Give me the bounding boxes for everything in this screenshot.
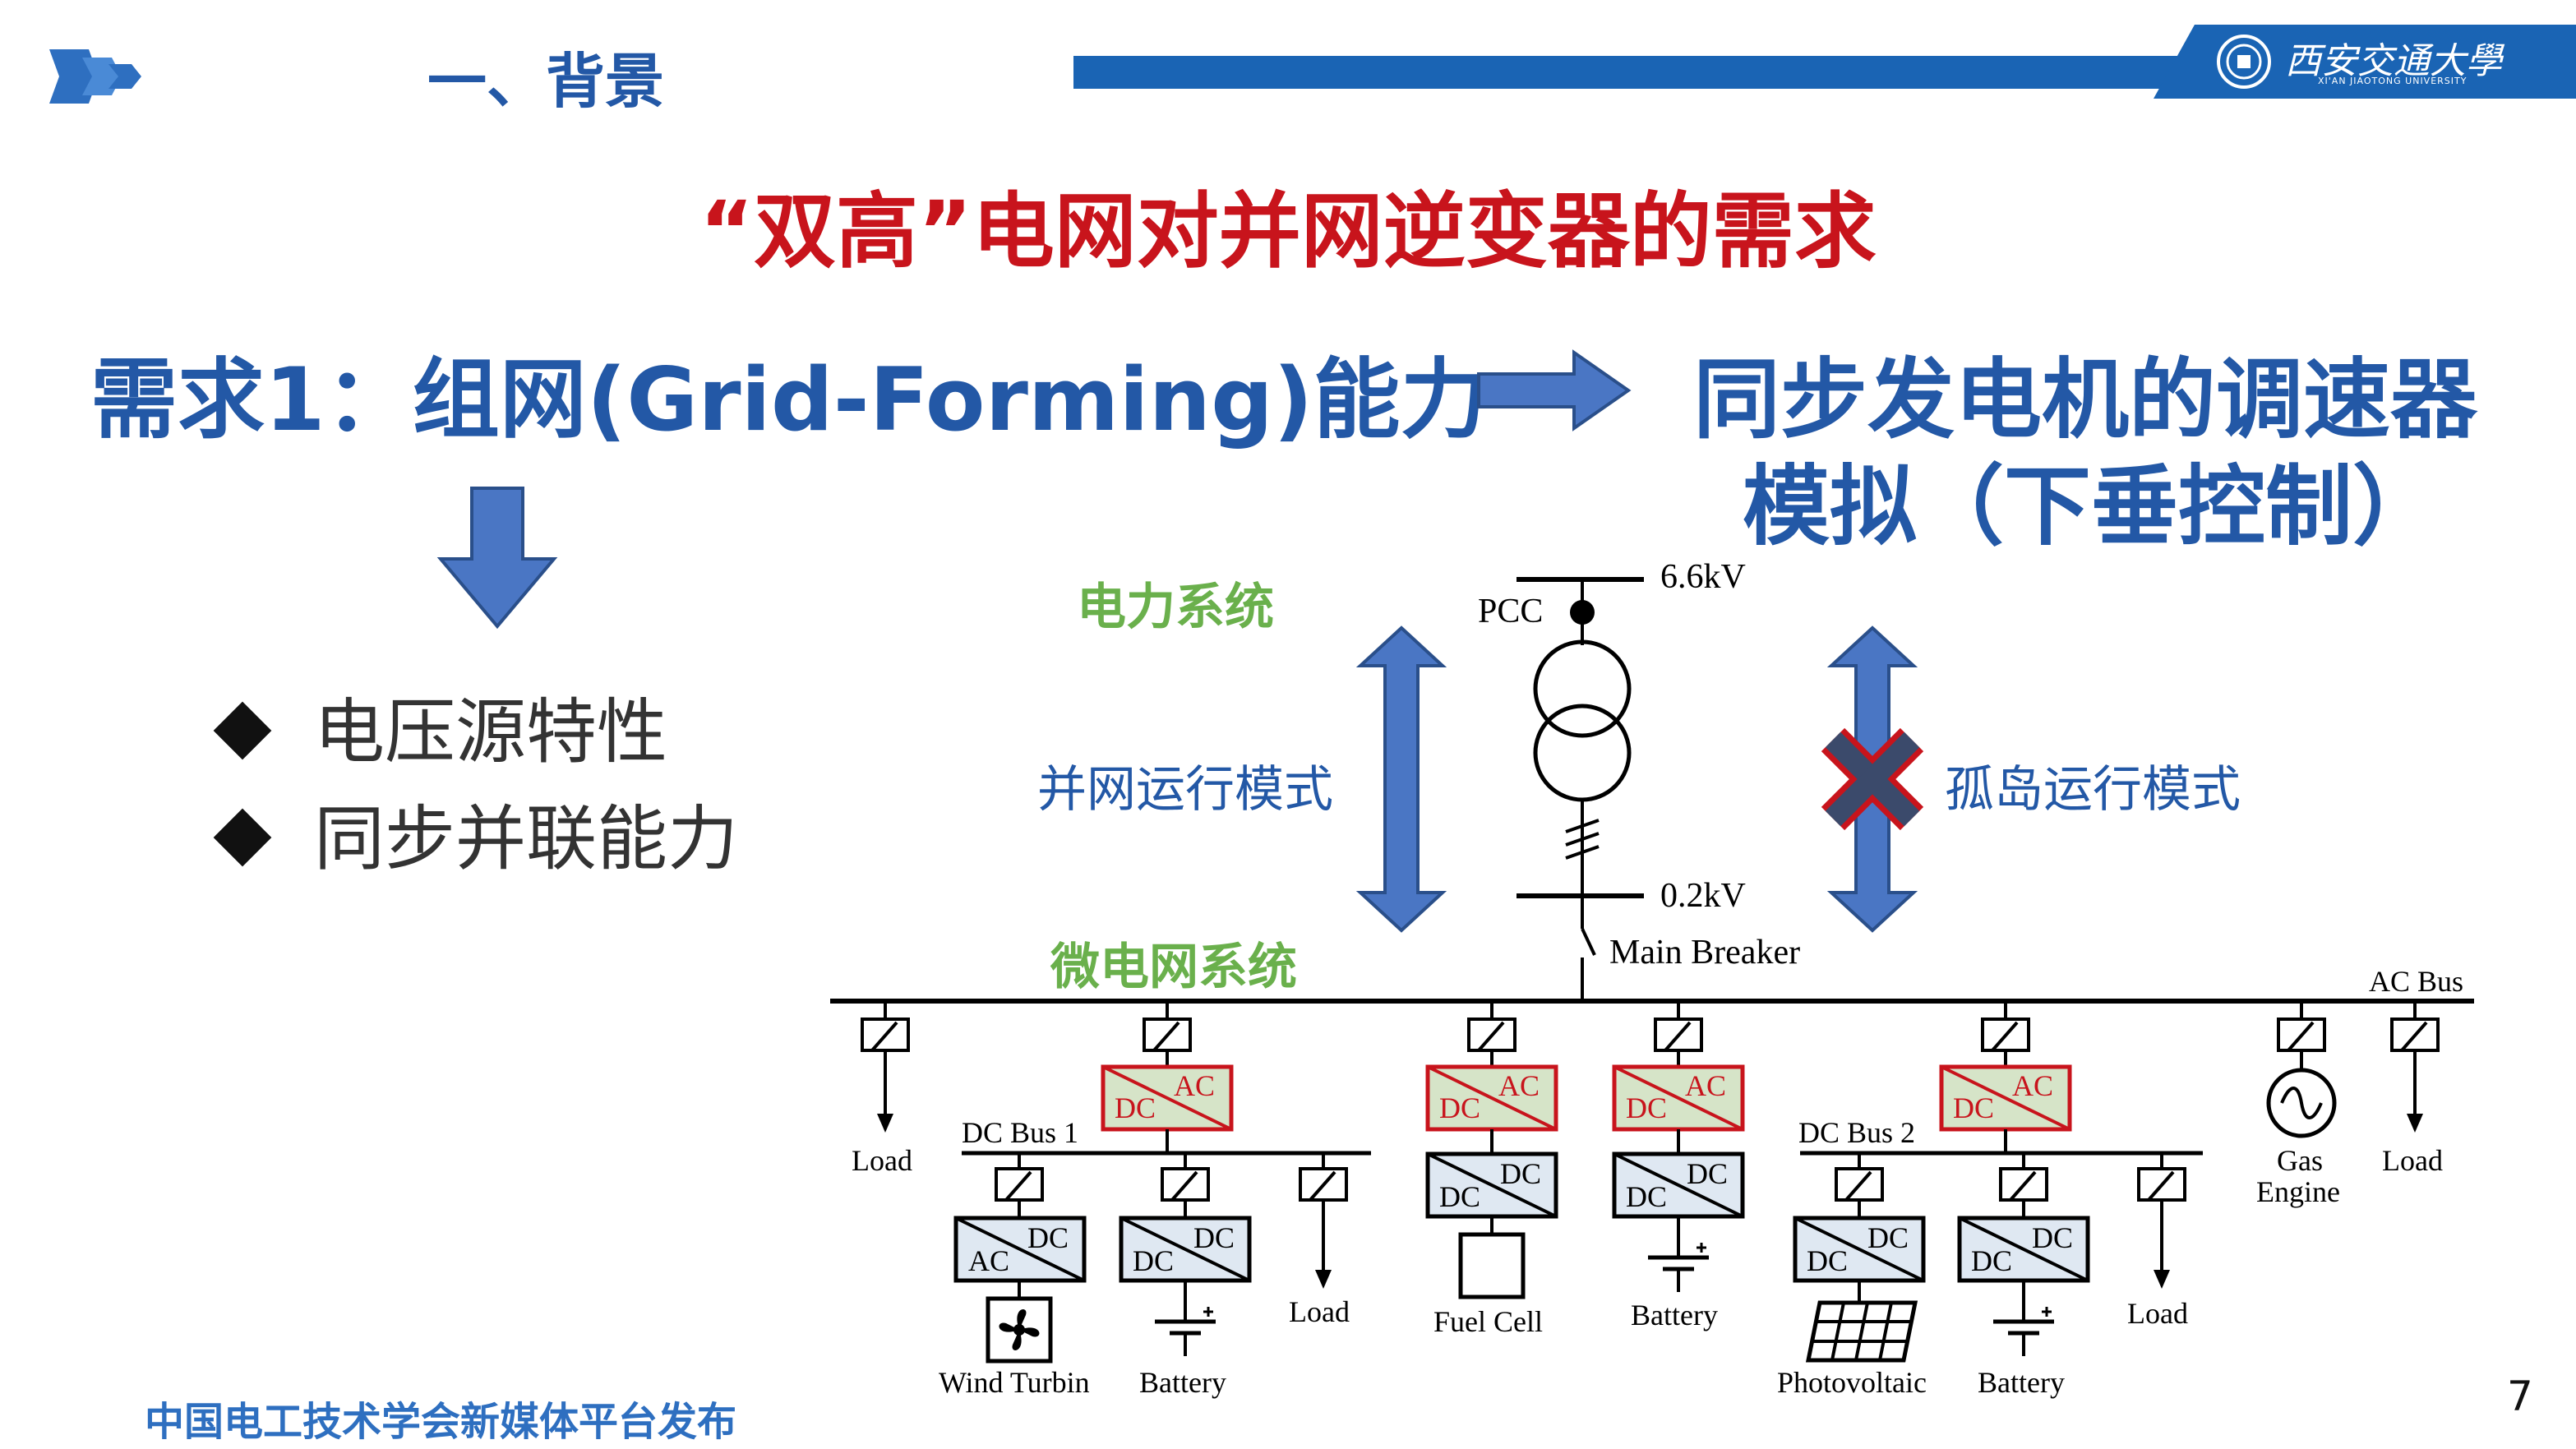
load-label: Load xyxy=(852,1144,912,1177)
main-breaker-label: Main Breaker xyxy=(1609,934,1800,971)
battery-label: Battery xyxy=(1631,1299,1718,1331)
photovoltaic-label: Photovoltaic xyxy=(1777,1366,1927,1399)
fuel-cell-label: Fuel Cell xyxy=(1433,1305,1543,1338)
diagram-text: DC xyxy=(1027,1221,1069,1254)
diagram-text: AC xyxy=(1498,1069,1540,1102)
low-voltage-label: 0.2kV xyxy=(1660,877,1746,915)
battery-label: Battery xyxy=(1978,1366,2065,1399)
load-label: Load xyxy=(2127,1297,2188,1330)
diagram-text: DC xyxy=(1439,1180,1480,1213)
header-logo-icon xyxy=(49,49,141,104)
power-system-label: 电力系统 xyxy=(1077,579,1274,636)
island-mode-label: 孤岛运行模式 xyxy=(1945,761,2241,819)
diagram-text: AC xyxy=(968,1244,1009,1277)
diagram-text: AC xyxy=(1174,1069,1215,1102)
microgrid-label: 微电网系统 xyxy=(1050,939,1297,996)
diagram-text: DC xyxy=(1133,1244,1174,1277)
footer-publisher: 中国电工技术学会新媒体平台发布 xyxy=(145,1399,737,1445)
pcc-node-icon xyxy=(1570,600,1595,625)
requirement-label: 需求1：组网(Grid-Forming)能力 xyxy=(90,349,1488,450)
dc-bus-2-label: DC Bus 2 xyxy=(1798,1116,1915,1149)
down-arrow-icon xyxy=(436,487,558,630)
bullet-item: 同步并联能力 xyxy=(213,781,738,884)
diagram-text: DC xyxy=(1193,1221,1235,1254)
slide-title: “双高”电网对并网逆变器的需求 xyxy=(699,183,1877,279)
diagram-text: AC xyxy=(1685,1069,1726,1102)
diagram-text: DC xyxy=(1687,1157,1728,1190)
diagram-text: DC xyxy=(1439,1091,1480,1124)
pcc-label: PCC xyxy=(1478,593,1543,630)
right-arrow-icon xyxy=(1477,349,1632,431)
diagram-text: DC xyxy=(1953,1091,1994,1124)
page-number: 7 xyxy=(2507,1373,2533,1420)
diagram-text: DC xyxy=(1867,1221,1909,1254)
battery-label: Battery xyxy=(1139,1366,1226,1399)
load-label: Load xyxy=(1289,1295,1350,1328)
grid-mode-label: 并网运行模式 xyxy=(1037,761,1333,819)
university-seal-icon xyxy=(2217,35,2271,89)
university-name-en: XI'AN JIAOTONG UNIVERSITY xyxy=(2318,76,2468,86)
diagram-text: DC xyxy=(1807,1244,1848,1277)
battery-icon xyxy=(1155,1307,1216,1356)
pv-panel-icon xyxy=(1805,1300,1918,1363)
gas-engine-label: Gas xyxy=(2277,1144,2323,1177)
generator-icon xyxy=(2266,1068,2337,1138)
dc-bus-1-label: DC Bus 1 xyxy=(962,1116,1078,1149)
main-breaker-icon xyxy=(1581,928,1596,956)
load-label: Load xyxy=(2382,1144,2443,1177)
result-line-2: 模拟（下垂控制） xyxy=(1743,456,2440,557)
transformer-icon xyxy=(1533,639,1632,738)
bullet-item: 电压源特性 xyxy=(213,674,667,777)
wind-turbine-label: Wind Turbin xyxy=(939,1366,1090,1399)
ac-bus-label: AC Bus xyxy=(2369,965,2463,998)
diagram-text: AC xyxy=(2012,1069,2053,1102)
grid-mode-double-arrow-icon xyxy=(1355,625,1447,933)
cross-icon xyxy=(1821,727,1924,831)
diagram-text: DC xyxy=(1971,1244,2012,1277)
diagram-text: DC xyxy=(2032,1221,2073,1254)
diagram-text: DC xyxy=(1626,1180,1667,1213)
diagram-text: DC xyxy=(1500,1157,1541,1190)
diagram-text: DC xyxy=(1626,1091,1667,1124)
university-name-cn: 西安交通大學 xyxy=(2285,40,2502,82)
fuel-cell-icon xyxy=(1458,1232,1526,1299)
gas-engine-label: Engine xyxy=(2256,1175,2340,1208)
high-voltage-label: 6.6kV xyxy=(1660,558,1746,596)
result-line-1: 同步发电机的调速器 xyxy=(1693,349,2477,450)
load-arrow-icon xyxy=(877,1114,893,1133)
diagram-text: DC xyxy=(1115,1091,1156,1124)
section-title: 一、背景 xyxy=(427,47,665,116)
